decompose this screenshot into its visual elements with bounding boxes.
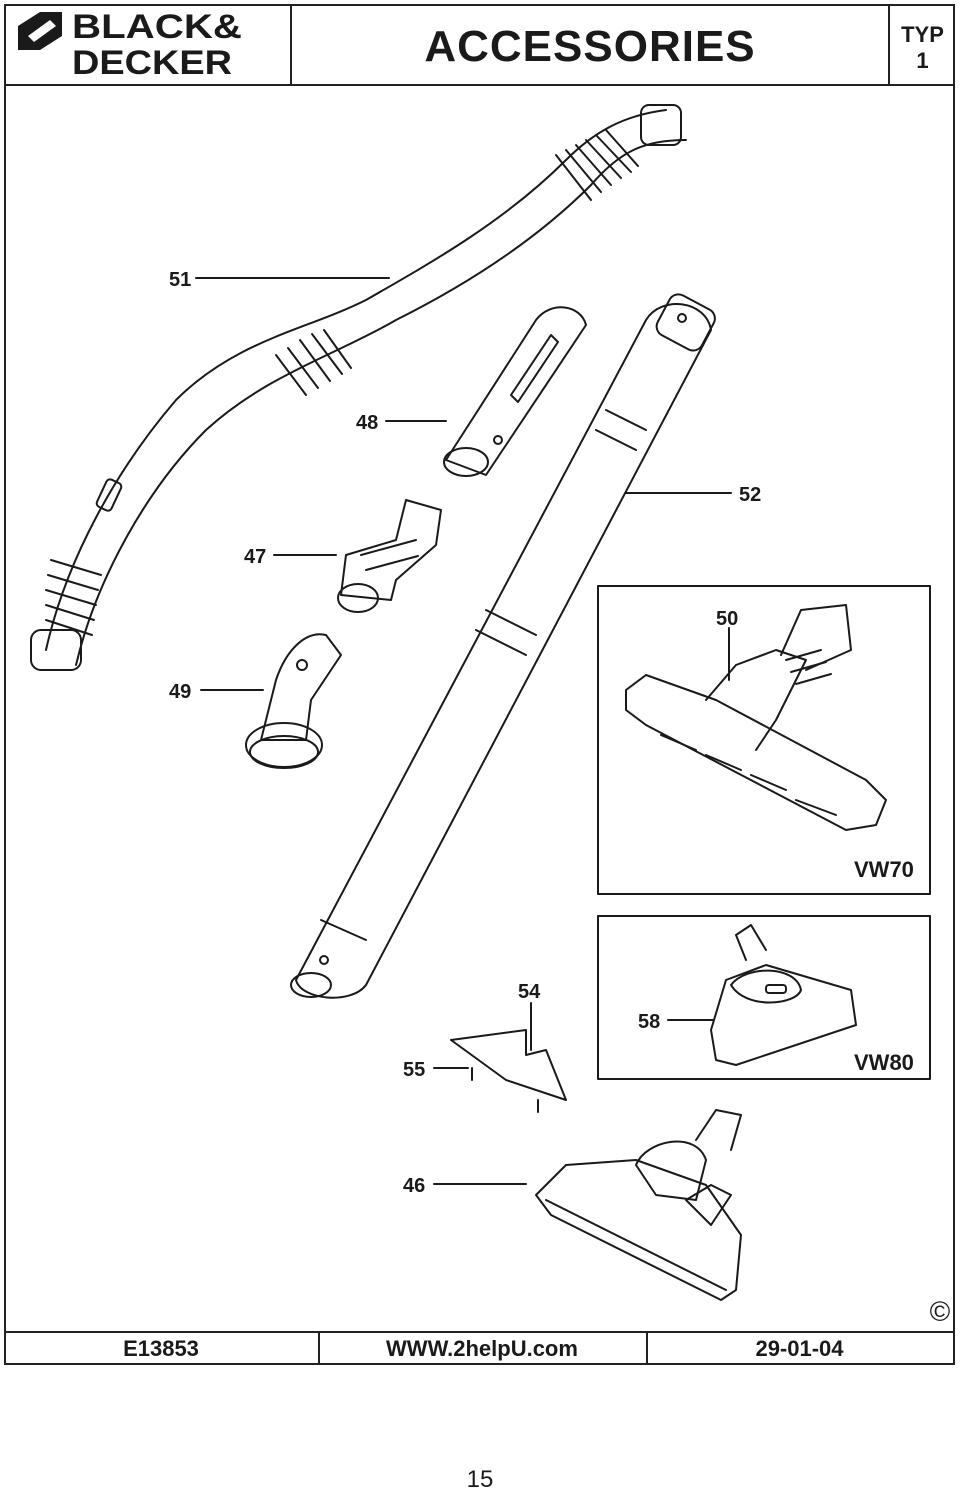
brand-logo: BLACK& DECKER [18,8,242,78]
turbo-brush-vw80-part [710,924,857,1066]
elbow-part [245,633,342,769]
crevice-tool-part [443,306,587,477]
title-cell: ACCESSORIES [290,4,890,86]
vw80-inset-box [597,915,931,1080]
vw70-inset-box [597,585,931,895]
part-label-52: 52 [739,484,761,506]
exploded-parts-drawing: 51 48 52 47 50 49 54 58 55 46 VW70 VW80 [30,104,931,1301]
adapter-part [337,499,442,613]
model-label-vw80: VW80 [854,1050,914,1075]
copyright-icon: © [929,1296,951,1327]
footer: E13853 WWW.2helpU.com 29-01-04 [4,1331,955,1365]
page-number: 15 [466,1466,494,1493]
typ-cell: TYP 1 [890,4,955,86]
brand-line1: BLACK& [72,8,242,46]
page-title: ACCESSORIES [424,22,756,71]
footer-doc-code: E13853 [4,1333,320,1365]
model-label-vw70: VW70 [854,857,914,882]
part-label-55: 55 [403,1059,425,1081]
typ-value: 1 [916,48,929,73]
part-label-46: 46 [403,1175,425,1197]
part-label-50: 50 [716,608,738,630]
footer-website: WWW.2helpU.com [318,1333,648,1365]
part-label-49: 49 [169,681,191,703]
part-label-47: 47 [244,546,266,568]
floor-brush-vw70-part [625,604,887,831]
part-label-54: 54 [518,981,541,1003]
brand-line2: DECKER [72,44,232,78]
typ-label: TYP [901,22,944,47]
hose-part [30,104,687,671]
brush-cover-part [450,1029,567,1113]
part-label-58: 58 [638,1011,660,1033]
part-label-48: 48 [356,412,378,434]
telescopic-tube-part [290,293,716,999]
floor-head-part [535,1109,742,1301]
part-label-51: 51 [169,269,191,291]
footer-date: 29-01-04 [755,1336,844,1361]
header [4,4,955,86]
page-frame [4,4,955,1365]
